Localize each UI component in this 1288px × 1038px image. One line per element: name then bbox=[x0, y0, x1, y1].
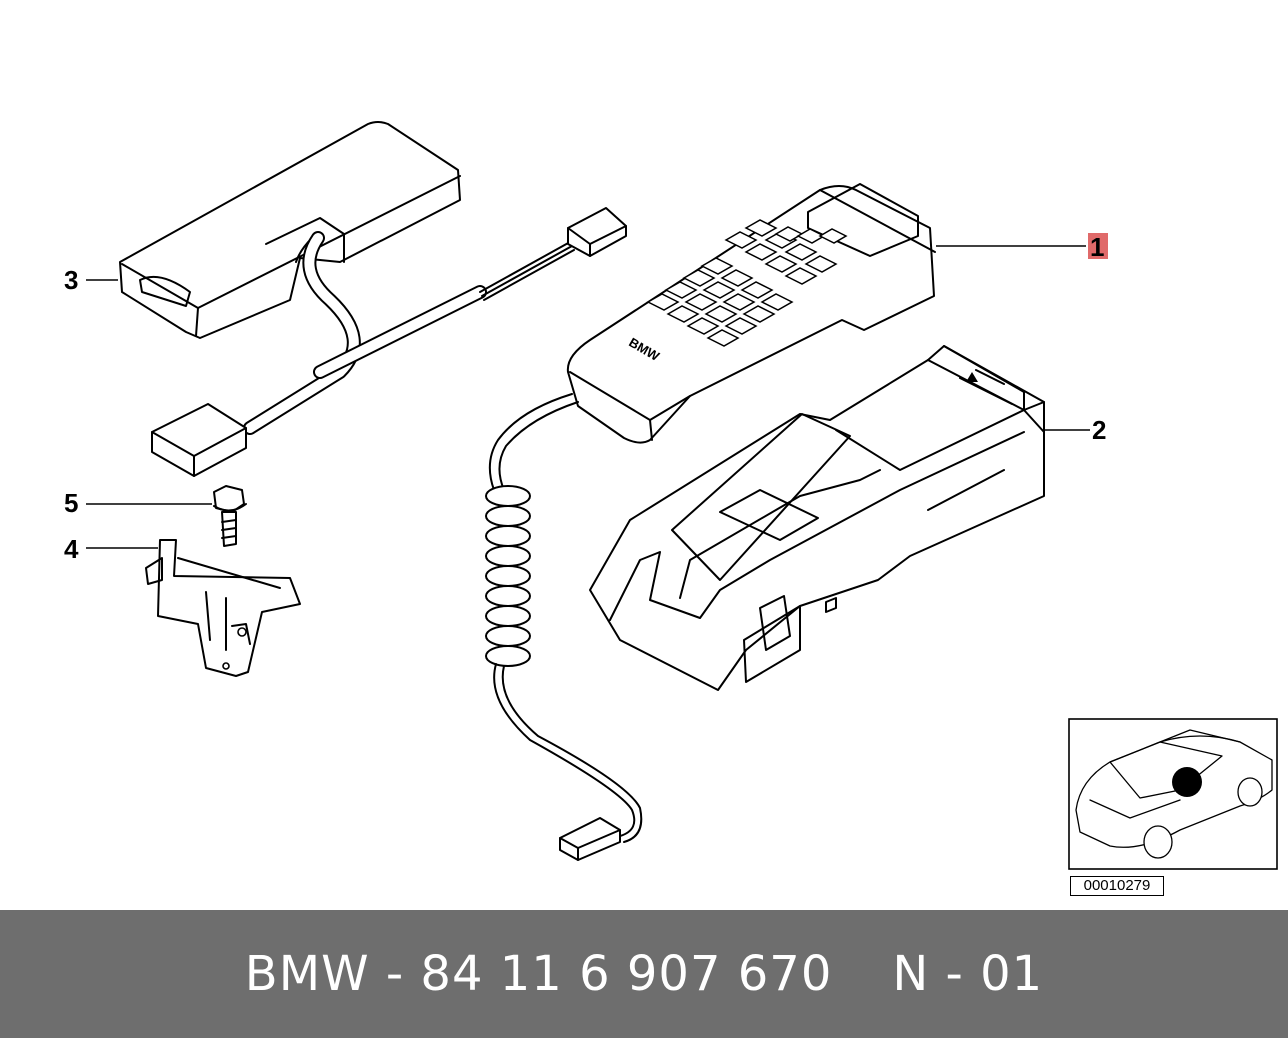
location-marker-icon bbox=[1172, 767, 1202, 797]
callout-4-label: 4 bbox=[64, 534, 79, 564]
locator-inset bbox=[1068, 718, 1278, 870]
footer-bar: BMW - 84 11 6 907 670 N - 01 bbox=[0, 910, 1288, 1038]
part-4-bracket bbox=[145, 539, 301, 677]
callout-5-label: 5 bbox=[64, 488, 78, 518]
footer-part-number: BMW - 84 11 6 907 670 bbox=[244, 946, 833, 1002]
footer-sheet-number: N - 01 bbox=[892, 946, 1044, 1002]
locator-reference-code: 00010279 bbox=[1070, 876, 1164, 896]
callout-1-highlight bbox=[1088, 233, 1108, 259]
part-5-screw bbox=[213, 485, 247, 547]
callout-1-label: 1 bbox=[1090, 232, 1104, 262]
callout-3-label: 3 bbox=[64, 265, 78, 295]
handset-keypad bbox=[646, 219, 848, 347]
part-1-handset: BMW bbox=[485, 183, 936, 861]
part-3-control-unit bbox=[119, 121, 627, 477]
part-2-cradle bbox=[589, 345, 1045, 691]
parts-diagram: BMW bbox=[64, 121, 1278, 870]
callout-2-label: 2 bbox=[1092, 415, 1106, 445]
coiled-cord bbox=[485, 485, 531, 667]
callouts: 1 2 3 4 5 bbox=[64, 232, 1108, 564]
